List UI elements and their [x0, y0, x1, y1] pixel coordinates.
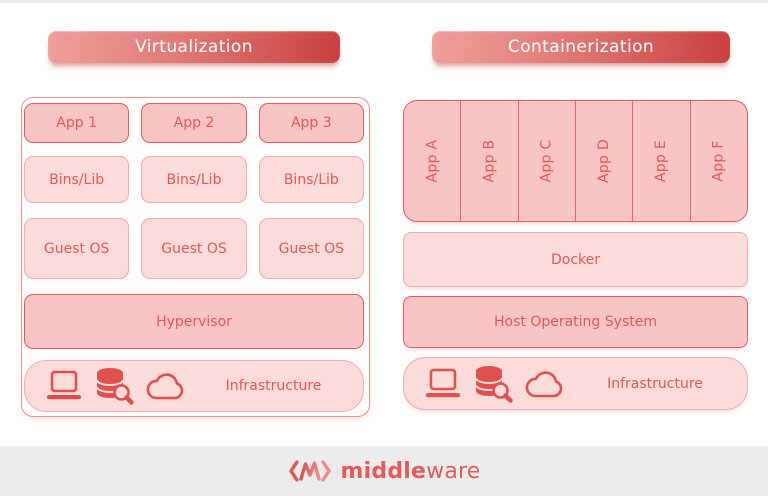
app-f-column: App F: [691, 101, 747, 221]
containerization-banner-label: Containerization: [507, 37, 655, 57]
containerization-banner: Containerization: [432, 31, 730, 63]
bins-lib-box-1: Bins/Lib: [24, 156, 130, 203]
virtualization-banner-label: Virtualization: [135, 37, 253, 57]
bins-lib-box-3: Bins/Lib: [258, 156, 364, 203]
bins-lib-label-1: Bins/Lib: [49, 171, 105, 188]
laptop-icon: [45, 370, 83, 402]
app-1-box: App 1: [24, 103, 130, 143]
bins-lib-label-3: Bins/Lib: [283, 171, 339, 188]
database-search-icon: [94, 367, 134, 405]
container-apps-box: App A App B App C App D App E App F: [403, 100, 748, 222]
bins-lib-box-2: Bins/Lib: [141, 156, 247, 203]
app-b-label: App B: [481, 139, 498, 183]
app-2-label: App 2: [173, 115, 215, 131]
bins-lib-label-2: Bins/Lib: [166, 171, 222, 188]
hypervisor-label: Hypervisor: [156, 313, 232, 330]
middleware-logo-icon: [288, 457, 332, 485]
virtualization-container: App 1 App 2 App 3 Bins/Lib Bins/Lib Bins…: [21, 97, 370, 417]
virtualization-banner: Virtualization: [48, 31, 340, 63]
virtualization-app-row: App 1 App 2 App 3: [24, 103, 364, 143]
containerization-infrastructure-box: Infrastructure: [403, 357, 748, 410]
docker-box: Docker: [403, 232, 748, 287]
guest-os-box-3: Guest OS: [258, 218, 364, 279]
guest-os-label-1: Guest OS: [43, 240, 110, 257]
app-d-column: App D: [576, 101, 634, 221]
docker-label: Docker: [550, 251, 601, 268]
laptop-icon: [424, 368, 462, 400]
app-a-label: App A: [424, 139, 441, 183]
app-c-column: App C: [519, 101, 576, 221]
guest-os-box-1: Guest OS: [24, 218, 130, 279]
database-search-icon: [473, 365, 513, 403]
middleware-wordmark-bold: middle: [340, 458, 427, 484]
virtualization-infrastructure-row: Infrastructure: [24, 360, 364, 412]
middleware-wordmark: middleware: [341, 459, 481, 484]
app-a-column: App A: [404, 101, 462, 221]
cloud-icon: [524, 369, 566, 399]
guest-os-box-2: Guest OS: [141, 218, 247, 279]
app-b-column: App B: [461, 101, 519, 221]
app-e-column: App E: [633, 101, 691, 221]
virtualization-infrastructure-label: Infrastructure: [225, 378, 322, 394]
containerization-infrastructure-label: Infrastructure: [607, 375, 703, 392]
host-os-label: Host Operating System: [494, 314, 657, 330]
cloud-icon: [145, 371, 187, 401]
app-3-label: App 3: [290, 115, 332, 131]
app-2-box: App 2: [141, 103, 247, 143]
middleware-wordmark-light: ware: [426, 458, 481, 484]
guest-os-label-2: Guest OS: [161, 240, 227, 257]
guest-os-label-3: Guest OS: [278, 240, 345, 257]
virtualization-infrastructure-box: Infrastructure: [24, 360, 364, 412]
guest-os-row: Guest OS Guest OS Guest OS: [24, 218, 364, 279]
app-c-label: App C: [538, 139, 555, 183]
app-f-label: App F: [710, 140, 727, 182]
app-e-label: App E: [653, 139, 670, 183]
host-os-box: Host Operating System: [403, 296, 748, 348]
footer: middleware: [0, 446, 768, 496]
hypervisor-row: Hypervisor: [24, 294, 364, 349]
page-top-hairline: [0, 0, 768, 3]
app-d-label: App D: [596, 138, 613, 184]
app-3-box: App 3: [258, 103, 364, 143]
app-1-label: App 1: [56, 115, 98, 131]
bins-lib-row: Bins/Lib Bins/Lib Bins/Lib: [24, 156, 364, 203]
hypervisor-box: Hypervisor: [24, 294, 364, 349]
